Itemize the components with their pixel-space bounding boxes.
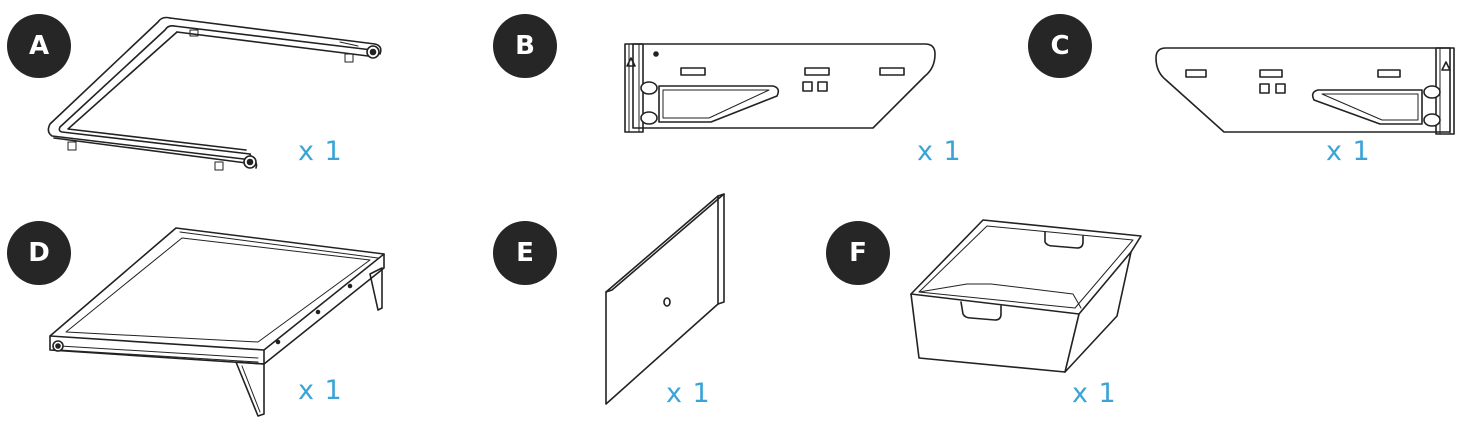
- part-f-label: F: [826, 221, 890, 285]
- part-b-quantity: x 1: [917, 136, 962, 167]
- part-d-shelf-drawing: [49, 227, 385, 417]
- part-e-quantity: x 1: [666, 378, 711, 409]
- part-a-frame-drawing: [47, 16, 382, 171]
- part-d-quantity: x 1: [298, 375, 343, 406]
- part-b-label: B: [493, 14, 557, 78]
- part-f-quantity: x 1: [1072, 378, 1117, 409]
- part-a-label: A: [7, 14, 71, 78]
- part-a-quantity: x 1: [298, 136, 343, 167]
- part-c-bracket-drawing: [1155, 47, 1455, 135]
- part-e-board-drawing: [605, 193, 725, 405]
- part-d-label: D: [7, 221, 71, 285]
- part-c-quantity: x 1: [1326, 136, 1371, 167]
- part-f-basket-drawing: [910, 219, 1142, 373]
- part-c-label: C: [1028, 14, 1092, 78]
- part-b-bracket-drawing: [624, 43, 936, 133]
- part-e-label: E: [493, 221, 557, 285]
